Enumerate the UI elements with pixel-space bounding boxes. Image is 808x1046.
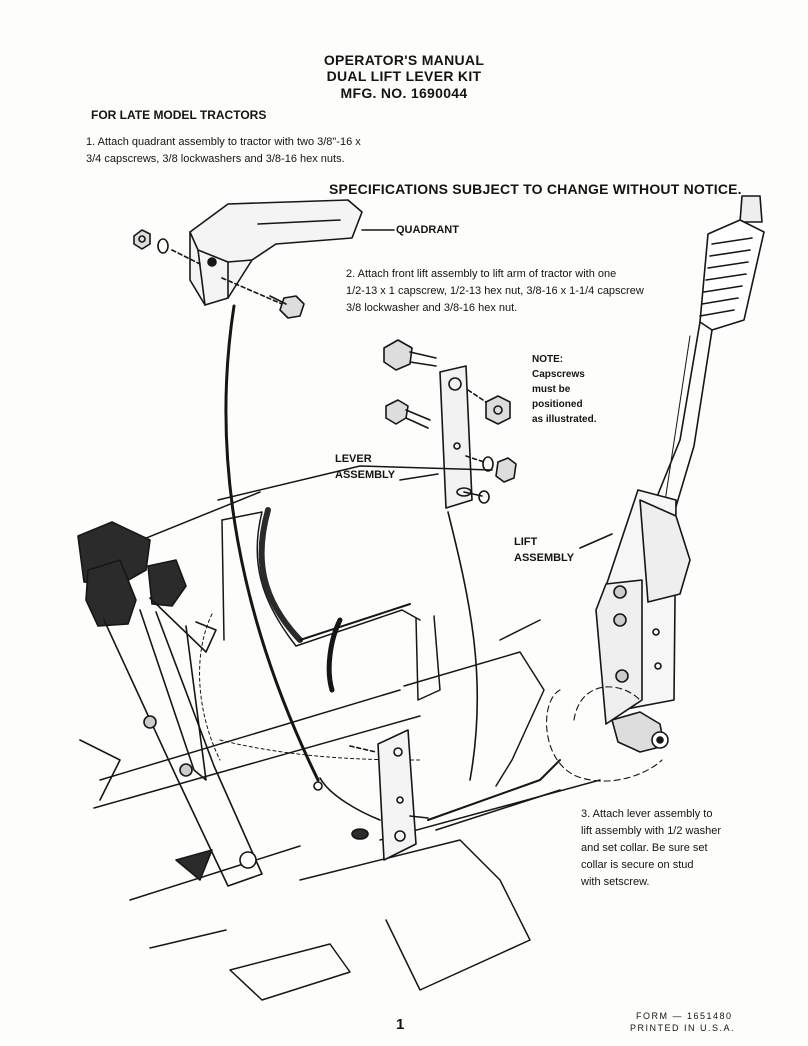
step-3-line-2: lift assembly with 1/2 washer [581,825,721,837]
lever-leader [399,473,439,481]
note-line: must be [532,384,571,395]
form-number: FORM — 1651480 [636,1011,733,1021]
lever-hardware [383,339,517,483]
lift-assembly-label: LIFT [514,536,538,548]
page-number: 1 [396,1016,405,1033]
lift-assembly-label: ASSEMBLY [514,552,575,564]
step-2-line-2: 1/2-13 x 1 capscrew, 1/2-13 hex nut, 3/8… [346,285,644,297]
step-3-line-5: with setscrew. [581,876,650,888]
note-line: positioned [532,399,583,410]
lift-cable [447,511,479,781]
model-number: MFG. NO. 1690044 [340,85,468,101]
lift-assembly-part [546,489,691,782]
kit-title: DUAL LIFT LEVER KIT [326,68,482,84]
tractor-chassis [91,465,601,1001]
printed-location: PRINTED IN U.S.A. [630,1023,736,1033]
step-1-line-2: 3/4 capscrews, 3/8 lockwashers and 3/8-1… [86,153,345,165]
note-line: Capscrews [532,369,585,380]
specifications-notice: SPECIFICATIONS SUBJECT TO CHANGE WITHOUT… [329,181,742,197]
step-3-line-3: and set collar. Be sure set [581,842,708,854]
lift-leader [579,533,613,549]
lift-lever-handle [649,195,765,521]
manual-title: OPERATOR'S MANUAL [323,52,485,68]
section-heading: FOR LATE MODEL TRACTORS [91,108,267,122]
quadrant-rod [224,304,320,782]
step-3-line-4: collar is secure on stud [581,859,694,871]
quadrant-part [189,199,363,306]
quadrant-hardware [133,229,305,319]
note-line: as illustrated. [532,414,597,425]
brake-pedals [77,521,263,887]
lever-assembly-part [439,365,490,509]
step-2-line-3: 3/8 lockwasher and 3/8-16 hex nut. [346,302,518,314]
note-heading: NOTE: [532,354,564,365]
quadrant-label: QUADRANT [396,224,459,236]
lever-assembly-label: LEVER [335,453,372,465]
lift-arm-bracket [313,729,561,861]
step-1-line-1: 1. Attach quadrant assembly to tractor w… [86,136,361,148]
lever-assembly-label: ASSEMBLY [335,469,396,481]
step-2-line-1: 2. Attach front lift assembly to lift ar… [346,268,617,280]
step-3-line-1: 3. Attach lever assembly to [581,808,713,820]
